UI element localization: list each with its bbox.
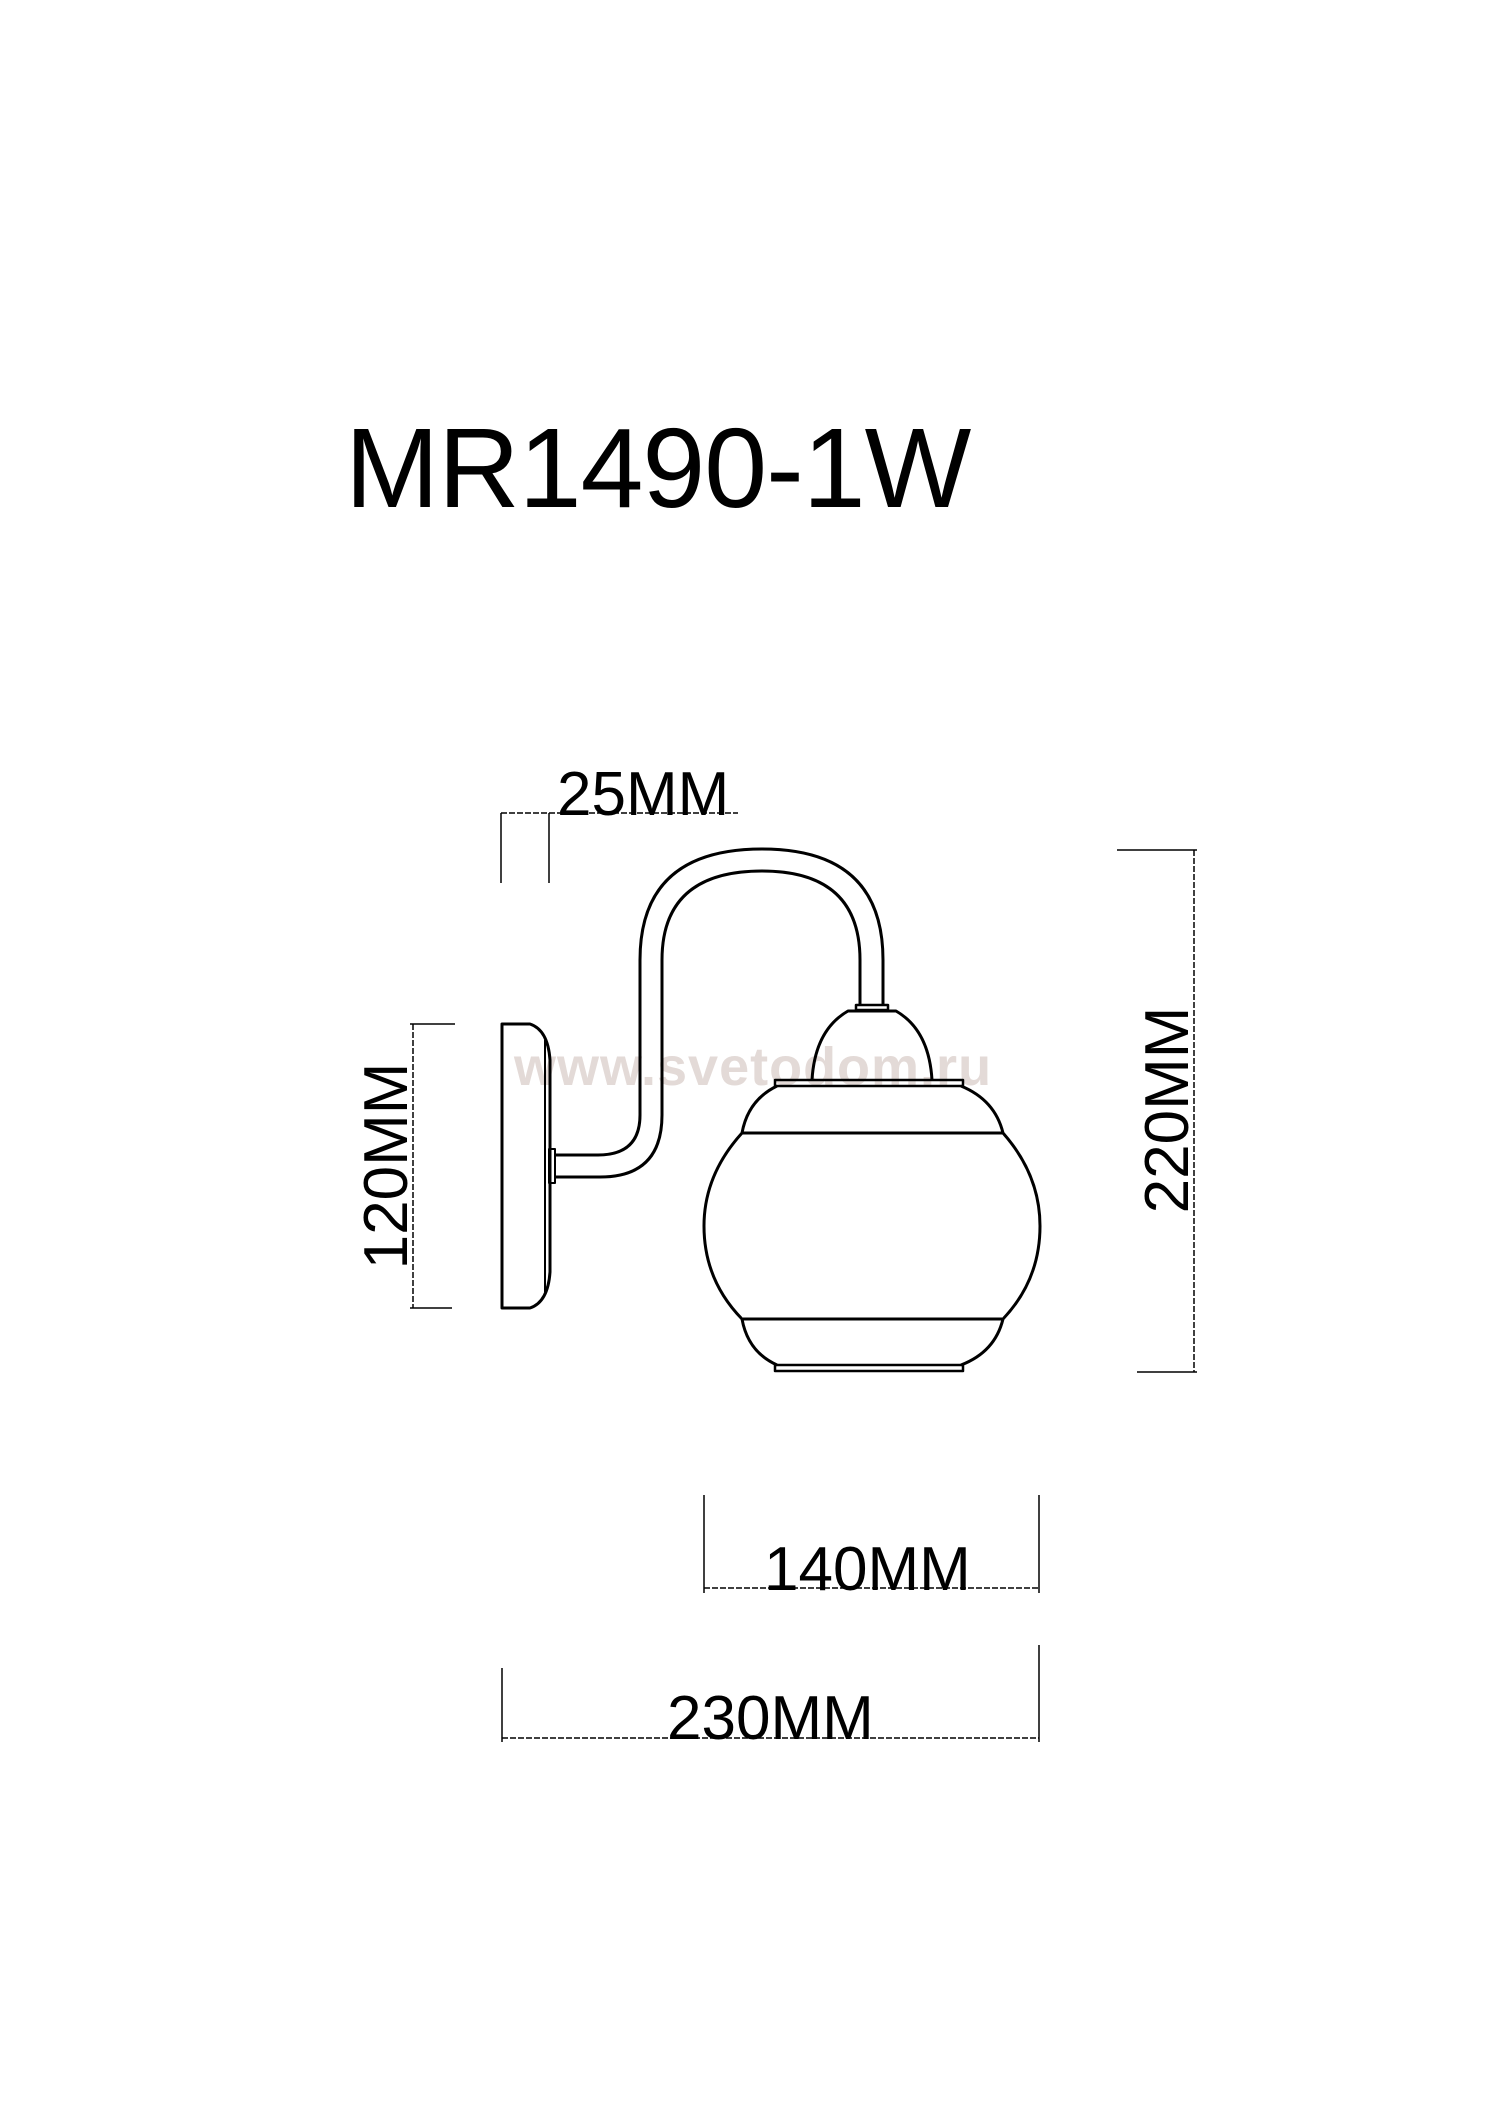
dimension-label-230mm: 230MM <box>667 1684 874 1753</box>
dimension-label-25mm: 25MM <box>557 760 730 829</box>
socket-cover <box>810 1009 934 1081</box>
dimension-label-120mm: 120MM <box>352 1062 421 1270</box>
dim-line-230mm <box>501 1645 1040 1742</box>
dimension-label-220mm: 220MM <box>1133 1006 1202 1214</box>
glass-shade <box>702 1078 1042 1373</box>
dim-line-220mm <box>1117 849 1197 1373</box>
lamp-arm <box>555 847 890 1179</box>
dimension-label-140mm: 140MM <box>764 1535 971 1604</box>
dim-line-25mm <box>500 812 738 883</box>
model-number-title: MR1490-1W <box>345 405 971 531</box>
wall-plate <box>500 1022 556 1310</box>
dim-line-120mm <box>410 1023 455 1309</box>
dim-line-140mm <box>703 1495 1040 1593</box>
